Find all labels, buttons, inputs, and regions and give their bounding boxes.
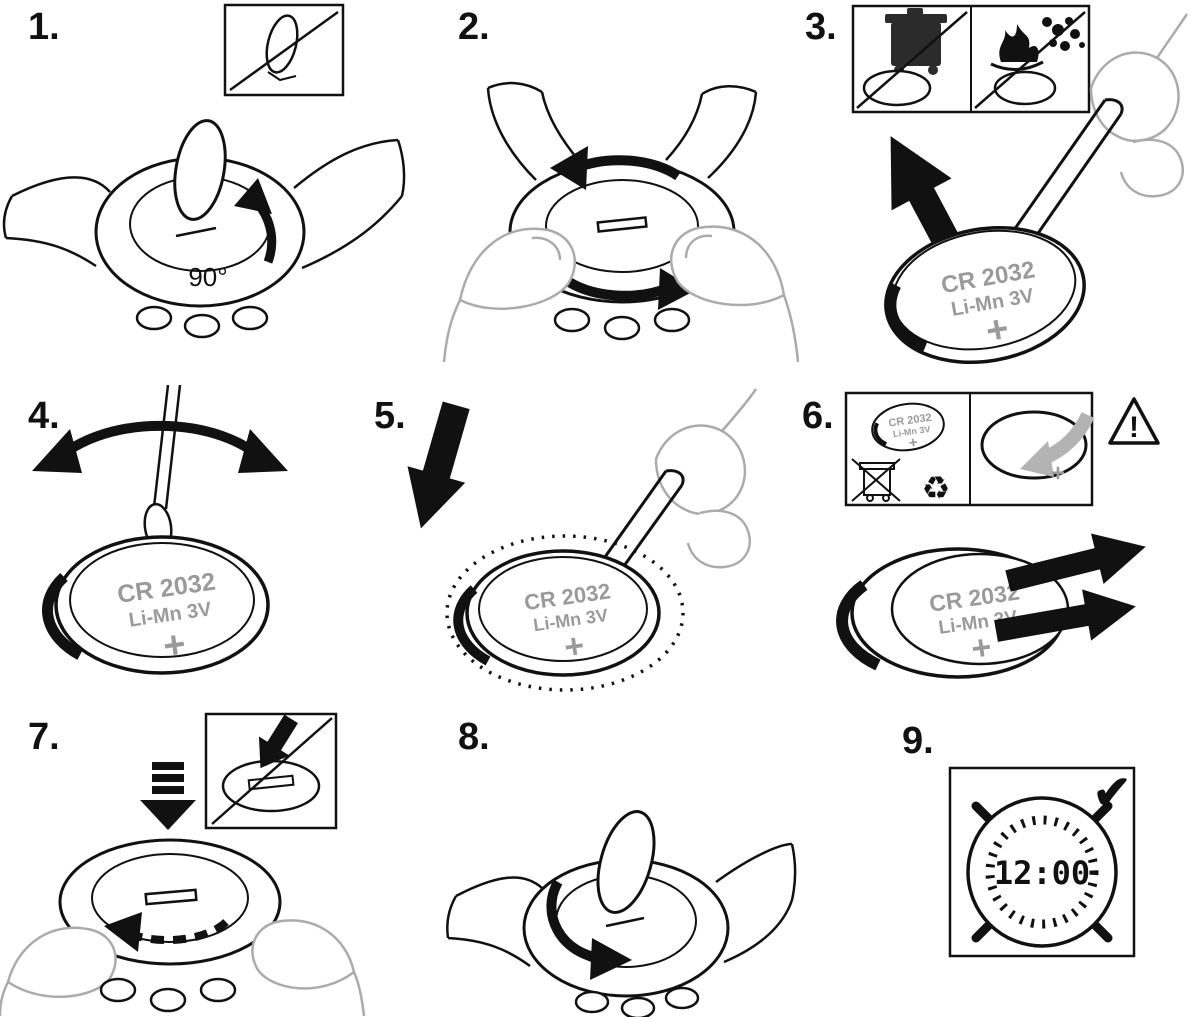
tick-ring xyxy=(985,815,1099,929)
step-6-number: 6. xyxy=(802,395,834,437)
battery: CR 2032 Li-Mn 3V + xyxy=(42,535,270,675)
step-3-illustration: CR 2032 Li-Mn 3V + xyxy=(851,4,1189,365)
step-4-number: 4. xyxy=(28,395,60,437)
prohibition-line xyxy=(974,11,1086,109)
rotate-arrow xyxy=(546,879,632,980)
press-arrow xyxy=(140,762,196,830)
display-backing xyxy=(1000,854,1084,890)
coin-slot xyxy=(175,226,217,238)
step-6-panel: 6. CR 2032 Li-Mn 3V + xyxy=(790,385,1191,710)
step-9-panel: 9. ✔ 12:00 xyxy=(880,710,1191,1017)
svg-text:!: ! xyxy=(1129,411,1139,444)
wipe-arrow xyxy=(32,420,288,473)
watch-lugs xyxy=(971,801,1113,943)
step-8-number: 8. xyxy=(458,716,490,758)
press-arrow-icon xyxy=(258,714,298,769)
battery-compartment-dotted xyxy=(445,534,685,692)
coin-slot xyxy=(605,916,645,928)
watch-buttons xyxy=(553,307,691,341)
prohibition-line xyxy=(211,717,333,825)
gasket-polarity-label: + xyxy=(1051,460,1065,487)
battery-oval-icon xyxy=(993,70,1057,106)
no-trash-icon xyxy=(851,458,901,502)
step-4-panel: 4. CR 2032 Li-Mn 3V + xyxy=(0,385,360,710)
battery: CR 2032 Li-Mn 3V + xyxy=(884,225,1086,365)
time-display: 12:00 xyxy=(994,854,1090,892)
coin-slot xyxy=(247,774,295,791)
step-2-number: 2. xyxy=(458,6,490,48)
rotate-dashed-arrow xyxy=(104,912,229,952)
step-7-number: 7. xyxy=(28,716,60,758)
step-6-illustration: CR 2032 Li-Mn 3V + ♻ + xyxy=(836,391,1160,679)
step-7-panel: 7. xyxy=(0,710,375,1017)
battery-cover-gasket xyxy=(980,410,1088,480)
battery: CR 2032 Li-Mn 3V + xyxy=(453,549,661,677)
coin-slot xyxy=(144,888,198,906)
hand xyxy=(654,388,758,569)
warning-triangle-icon: ! xyxy=(1108,397,1160,445)
insert-arrow xyxy=(407,401,470,529)
coin xyxy=(596,810,656,914)
watch-buttons xyxy=(135,305,269,339)
coin xyxy=(173,119,227,221)
battery-small-icon: CR 2032 Li-Mn 3V + xyxy=(871,402,945,452)
no-tilt-inset xyxy=(223,3,345,97)
step-5-number: 5. xyxy=(374,395,406,437)
hand xyxy=(1089,13,1189,198)
step-9-number: 9. xyxy=(902,720,934,762)
no-trash-no-fire-inset xyxy=(851,4,1091,114)
prohibition-line xyxy=(229,10,339,92)
watch-buttons xyxy=(574,986,700,1017)
rotate-arrow-bottom xyxy=(563,268,696,310)
coin-slot xyxy=(596,216,648,233)
svg-text:CR 2032: CR 2032 xyxy=(888,412,933,430)
battery-seating: CR 2032 Li-Mn 3V + xyxy=(836,533,1146,679)
watch-strap xyxy=(2,138,406,270)
step-3-number: 3. xyxy=(805,6,837,48)
step-5-illustration: CR 2032 Li-Mn 3V + xyxy=(407,388,758,692)
battery-oval-icon xyxy=(862,69,932,107)
step-7-illustration xyxy=(0,712,366,1017)
watch-buttons xyxy=(99,977,237,1013)
recycle-inset: CR 2032 Li-Mn 3V + ♻ + xyxy=(844,391,1095,507)
prohibition-line xyxy=(856,11,968,109)
step-2-illustration xyxy=(442,81,800,363)
step-8-illustration xyxy=(446,810,797,1017)
slide-arrow-2 xyxy=(994,589,1136,642)
step-9-illustration: ✔ 12:00 xyxy=(948,766,1136,958)
step-4-illustration: CR 2032 Li-Mn 3V + xyxy=(32,385,288,675)
rotate-arrow-top xyxy=(550,146,681,190)
step-1-illustration: 90° xyxy=(2,3,406,339)
step-1-panel: 1. xyxy=(0,0,440,385)
tweezers xyxy=(1005,98,1124,253)
watch-strap xyxy=(486,81,758,181)
rotate-arrow xyxy=(234,178,277,264)
watch-strap xyxy=(446,842,797,968)
no-press-inset xyxy=(204,712,338,830)
gray-arrow-icon xyxy=(1020,411,1095,477)
step-1-number: 1. xyxy=(28,6,60,48)
angle-label: 90° xyxy=(188,262,227,292)
step-5-panel: 5. CR 2032 Li-Mn 3V + xyxy=(360,385,780,710)
step-2-panel: 2. xyxy=(440,0,800,385)
thumbs xyxy=(442,225,800,363)
step-8-panel: 8. xyxy=(440,710,800,1017)
thumbs xyxy=(0,919,366,1017)
slide-arrow-1 xyxy=(1005,533,1146,592)
trash-bin-icon xyxy=(885,8,947,75)
recycle-icon: ♻ xyxy=(922,470,951,506)
cotton-swab xyxy=(143,385,182,552)
svg-text:+: + xyxy=(908,434,919,452)
step-3-panel: 3. xyxy=(795,0,1191,385)
